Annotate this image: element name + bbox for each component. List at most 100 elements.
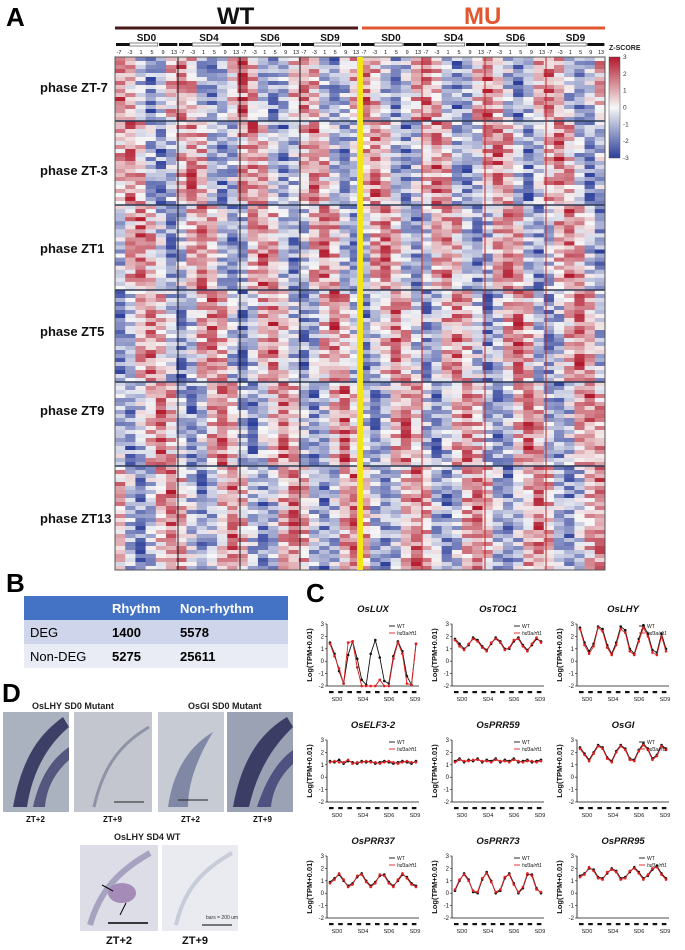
night-bar (536, 923, 542, 926)
night-bar (179, 43, 193, 46)
series-point (592, 752, 595, 755)
legend-entry: hd3a/rft1 (397, 863, 417, 869)
scale-bar-label: bars = 200 um (206, 915, 239, 921)
night-bar (241, 43, 255, 46)
stage-label: SD9 (320, 33, 340, 44)
night-bar (661, 807, 667, 810)
y-tick-label: -1 (569, 904, 575, 910)
night-bar (597, 807, 602, 810)
table-header-row: Rhythm Non-rhythm (24, 596, 288, 620)
x-category-label: SD9 (410, 697, 421, 703)
zt-tick-label: -3 (558, 50, 563, 56)
gene-expression-charts: OsLUXLog(TPM+0.01)3210-1-2WThd3a/rft1SD0… (305, 604, 671, 935)
y-tick-label: 2 (571, 750, 575, 756)
night-bar (411, 691, 417, 694)
legend-entry: hd3a/rft1 (522, 747, 542, 753)
series-point (378, 656, 382, 659)
x-category-label: SD4 (358, 813, 369, 819)
series-point (592, 645, 595, 648)
x-category-label: SD0 (332, 697, 343, 703)
series-point (355, 761, 359, 764)
colorbar-tick: -3 (623, 155, 629, 162)
zt-tick-label: 9 (530, 50, 533, 56)
series-point (596, 877, 600, 880)
night-bar (301, 43, 315, 46)
series-point (378, 678, 382, 682)
y-tick-label: -2 (444, 684, 450, 690)
series-point (628, 758, 632, 762)
night-bar (403, 43, 422, 46)
y-tick-label: 2 (446, 866, 450, 872)
series-point (596, 744, 600, 748)
series-point (383, 874, 386, 878)
series-point (587, 652, 591, 656)
series-point (601, 630, 604, 633)
y-axis-label: Log(TPM+0.01) (430, 860, 439, 914)
zt-tick-label: -7 (242, 50, 247, 56)
series-point (476, 640, 479, 643)
series-point (521, 885, 525, 889)
zt-tick-label: 5 (519, 50, 522, 56)
series-point (521, 761, 525, 764)
series-point (369, 652, 372, 656)
series-point (328, 882, 332, 885)
x-category-label: SD9 (660, 929, 671, 935)
x-category-label: SD4 (483, 813, 494, 819)
series-point (499, 641, 502, 644)
night-bar (411, 807, 417, 810)
series-point (633, 759, 636, 763)
series-point (462, 648, 466, 652)
series-point (342, 878, 345, 881)
series-point (360, 873, 363, 876)
legend-entry: WT (397, 624, 405, 630)
zt-tick-label: 9 (468, 50, 471, 56)
y-tick-label: 3 (571, 854, 575, 860)
legend-entry: WT (522, 624, 530, 630)
day-bar (192, 42, 221, 47)
panel-letter-c: C (306, 578, 325, 608)
series-point (664, 748, 668, 752)
zt-tick-label: 1 (384, 50, 387, 56)
night-bar (393, 923, 398, 926)
series-point (578, 875, 582, 879)
ish-label-osgi-zt2: ZT+2 (181, 815, 200, 824)
series-point (642, 743, 645, 747)
ish-image-oslhy-sd4-zt9 (162, 845, 238, 931)
night-bar (159, 43, 178, 46)
y-tick-label: -1 (444, 788, 450, 794)
series-point (578, 747, 582, 750)
y-tick-label: 3 (446, 854, 450, 860)
night-bar (509, 923, 514, 926)
series-point (471, 758, 475, 762)
ish-title-oslhy-sd0: OsLHY SD0 Mutant (32, 701, 114, 711)
series-point (346, 641, 350, 644)
series-point (614, 643, 618, 647)
series-point (512, 638, 516, 642)
series-point (346, 885, 350, 889)
series-point (396, 878, 400, 881)
night-bar (634, 691, 639, 694)
night-bar (597, 691, 602, 694)
x-category-label: SD4 (608, 813, 619, 819)
ish-title-oslhy-sd4: OsLHY SD4 WT (114, 832, 181, 842)
series-point (628, 650, 632, 653)
night-bar (527, 923, 533, 926)
x-category-label: SD9 (535, 813, 546, 819)
legend-entry: hd3a/rft1 (647, 863, 667, 869)
series-point (624, 877, 627, 880)
chart-title: OsPRR37 (351, 836, 395, 847)
group-label-wt: WT (217, 3, 255, 30)
series-point (355, 657, 359, 660)
y-tick-label: 3 (321, 738, 325, 744)
night-bar (625, 923, 630, 926)
legend-entry: WT (647, 624, 655, 630)
zt-tick-label: -7 (302, 50, 307, 56)
night-bar (463, 691, 468, 694)
series-point (374, 684, 377, 688)
night-bar (587, 43, 605, 46)
series-point (601, 747, 604, 750)
series-point (535, 888, 538, 891)
series-point (364, 684, 368, 688)
x-category-label: SD4 (358, 929, 369, 935)
